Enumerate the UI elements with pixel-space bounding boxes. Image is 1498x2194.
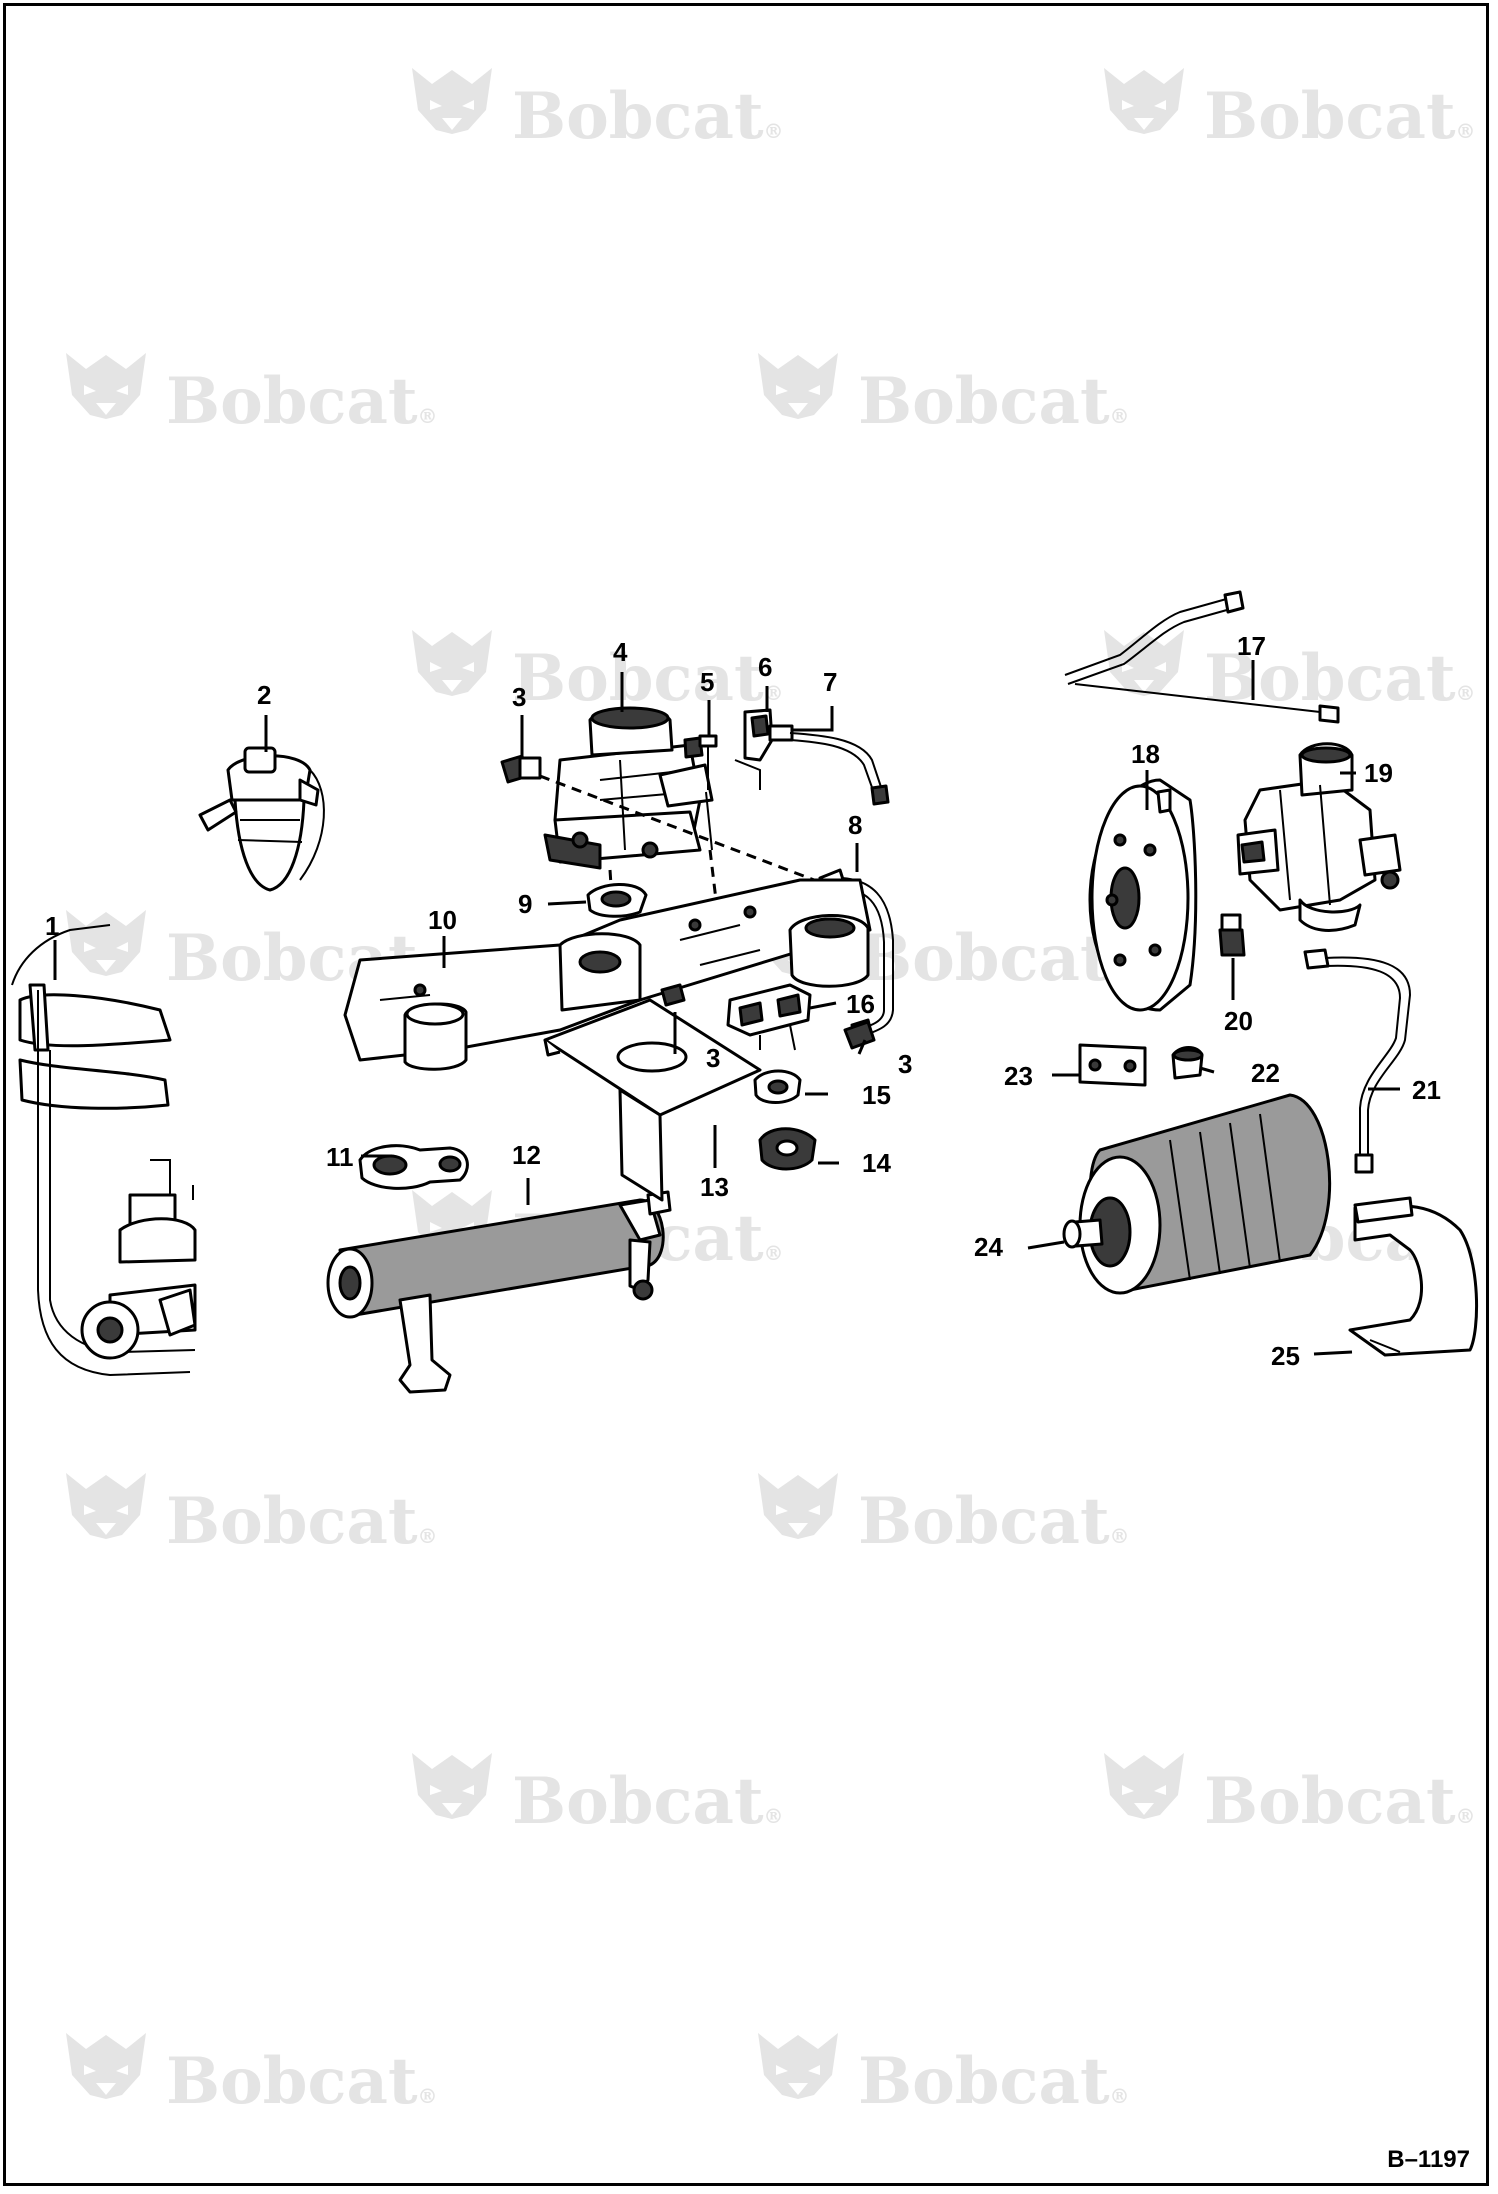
callout-12: 12: [512, 1140, 541, 1170]
part-23-gasket-plate: [1078, 1043, 1147, 1087]
watermark-text: Bobcat®: [512, 79, 784, 154]
watermark-text: Bobcat®: [858, 364, 1130, 439]
watermark-text: Bobcat®: [166, 2044, 438, 2119]
callout-22: 22: [1251, 1058, 1280, 1088]
watermark-text: Bobcat®: [858, 1484, 1130, 1559]
part-1-fuel-line-assembly: [11, 924, 197, 1377]
watermark-text: Bobcat®: [512, 641, 784, 716]
watermark-text: Bobcat®: [512, 1764, 784, 1839]
diagram-frame: [3, 3, 1489, 2186]
part-21-fuel-line: [1303, 948, 1412, 1174]
part-15-gasket: [753, 1069, 802, 1104]
registered-mark: ®: [764, 1804, 784, 1828]
part-12-muffler: [326, 1190, 672, 1394]
part-11-gasket: [358, 1144, 469, 1190]
callout-5: 5: [700, 667, 714, 697]
callout-16: 16: [846, 989, 875, 1019]
registered-mark: ®: [764, 681, 784, 705]
figure-code: B–1197: [1387, 2146, 1470, 2173]
part-20-fitting: [1218, 913, 1246, 957]
part-13-bracket: [543, 998, 762, 1202]
callout-18: 18: [1131, 739, 1160, 769]
part-17-fuel-line: [1064, 590, 1340, 724]
part-19-carburetor: [1236, 742, 1402, 932]
callout-23: 23: [1004, 1061, 1033, 1091]
callout-2: 2: [257, 680, 271, 710]
callout-6: 6: [758, 652, 772, 682]
registered-mark: ®: [1110, 1524, 1130, 1548]
leader-lines: [53, 660, 1400, 1356]
callout-9: 9: [518, 889, 532, 919]
registered-mark: ®: [418, 1524, 438, 1548]
watermark-text: Bobcat®: [1204, 1764, 1476, 1839]
registered-mark: ®: [1456, 1804, 1476, 1828]
callout-19: 19: [1364, 758, 1393, 788]
watermark-text: Bobcat®: [858, 921, 1130, 996]
registered-mark: ®: [1110, 404, 1130, 428]
callout-13: 13: [700, 1172, 729, 1202]
part-4-carburetor: [543, 706, 714, 870]
watermark-text: Bobcat®: [166, 1484, 438, 1559]
part-24-alternator: [1062, 1093, 1332, 1295]
registered-mark: ®: [764, 1241, 784, 1265]
registered-mark: ®: [418, 404, 438, 428]
watermark-text: Bobcat®: [1204, 79, 1476, 154]
callout-3-center: 3: [706, 1043, 720, 1073]
callout-7: 7: [823, 667, 837, 697]
registered-mark: ®: [1110, 2084, 1130, 2108]
callout-4: 4: [613, 637, 628, 667]
registered-mark: ®: [1456, 681, 1476, 705]
callout-3-right: 3: [898, 1049, 912, 1079]
callout-24: 24: [974, 1232, 1003, 1262]
part-9-gasket: [586, 883, 648, 918]
part-5-stud: [698, 734, 718, 851]
callout-3: 3: [512, 682, 526, 712]
callout-21: 21: [1412, 1075, 1441, 1105]
part-22-plug: [1171, 1046, 1204, 1080]
registered-mark: ®: [418, 2084, 438, 2108]
callout-25: 25: [1271, 1341, 1300, 1371]
callout-labels: 1 2 3 4 5 6 7 8 9 10 11 12 13 3 3 14 15 …: [45, 631, 1441, 1371]
watermark-text: Bobcat®: [166, 364, 438, 439]
callout-1: 1: [45, 911, 59, 941]
part-6-bracket: [734, 708, 774, 790]
part-3-fitting: [500, 754, 542, 784]
callout-14: 14: [862, 1148, 891, 1178]
callout-20: 20: [1224, 1006, 1253, 1036]
part-10-manifold: [343, 878, 872, 1071]
callout-17: 17: [1237, 631, 1266, 661]
part-3-fitting-right: [843, 1020, 876, 1050]
part-2-fuel-filter: [198, 746, 325, 892]
callout-11: 11: [326, 1142, 354, 1172]
registered-mark: ®: [764, 119, 784, 143]
registered-mark: ®: [1456, 119, 1476, 143]
watermark-text: Bobcat®: [858, 2044, 1130, 2119]
part-14-flange: [758, 1127, 817, 1171]
part-25-shield: [1348, 1196, 1479, 1357]
callout-8: 8: [848, 810, 862, 840]
part-7-fuel-line: [768, 724, 890, 806]
callout-15: 15: [862, 1080, 891, 1110]
part-3-bolt: [660, 983, 686, 1007]
part-16-linkage: [726, 983, 812, 1051]
part-18-drive-plate: [1088, 778, 1198, 1012]
callout-10: 10: [428, 905, 457, 935]
